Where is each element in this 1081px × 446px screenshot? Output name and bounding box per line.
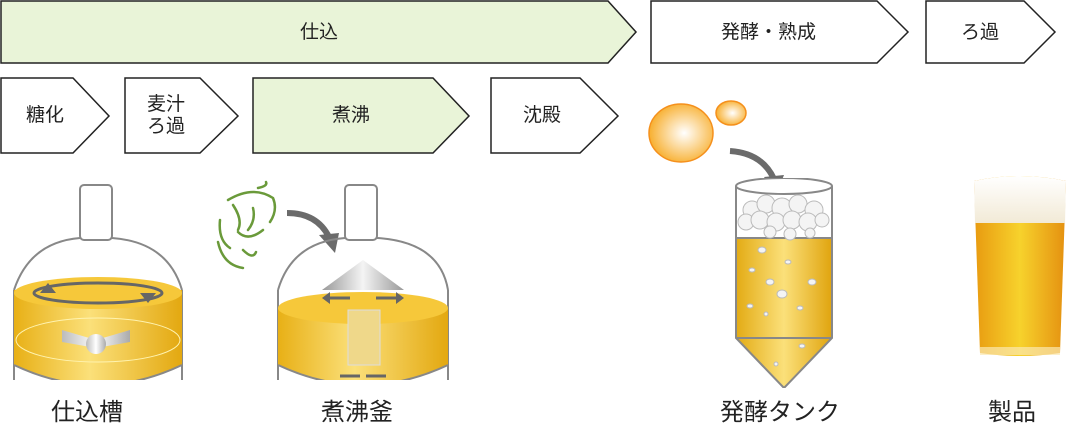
chevron-shape xyxy=(0,0,638,64)
substep-label: 煮沸 xyxy=(331,104,370,127)
substep-label: 麦汁 ろ過 xyxy=(125,78,207,154)
yeast-icon xyxy=(648,100,747,163)
equipment-label-product: 製品 xyxy=(988,398,1036,426)
equipment-label-boil-kettle: 煮沸釜 xyxy=(321,398,393,426)
substep-boiling: 煮沸 xyxy=(252,77,471,154)
boil-kettle-icon xyxy=(277,184,449,380)
substep-label-line2: ろ過 xyxy=(146,115,185,137)
stage-filtration: ろ過 xyxy=(925,0,1057,64)
chevron-shape xyxy=(650,0,910,64)
mash-tun-icon xyxy=(13,184,183,380)
stage-mashing: 仕込 xyxy=(0,0,638,64)
chevron-shape xyxy=(925,0,1057,64)
chevron-shape xyxy=(124,77,240,154)
hop-icon xyxy=(216,180,277,270)
substep-label-line1: 麦汁 xyxy=(146,93,185,116)
stage-label: 仕込 xyxy=(299,20,338,43)
fermentation-tank-icon xyxy=(735,178,833,388)
chevron-shape xyxy=(252,77,471,154)
substep-label: 沈殿 xyxy=(522,104,561,127)
substep-saccharification: 糖化 xyxy=(0,77,111,154)
substep-sedimentation: 沈殿 xyxy=(490,77,621,154)
equipment-label-mash-tun: 仕込槽 xyxy=(51,398,123,426)
arrow-icon xyxy=(286,210,339,253)
chevron-shape xyxy=(0,77,111,154)
stage-label: ろ過 xyxy=(960,20,999,43)
stage-fermentation-maturation: 発酵・熟成 xyxy=(650,0,910,64)
substep-label: 糖化 xyxy=(25,104,64,127)
beer-glass-icon xyxy=(974,176,1066,356)
stage-label: 発酵・熟成 xyxy=(720,20,816,43)
equipment-label-fermentation-tank: 発酵タンク xyxy=(720,398,840,426)
substep-wort-filtration: 麦汁 ろ過 xyxy=(124,77,241,154)
chevron-shape xyxy=(490,77,620,154)
